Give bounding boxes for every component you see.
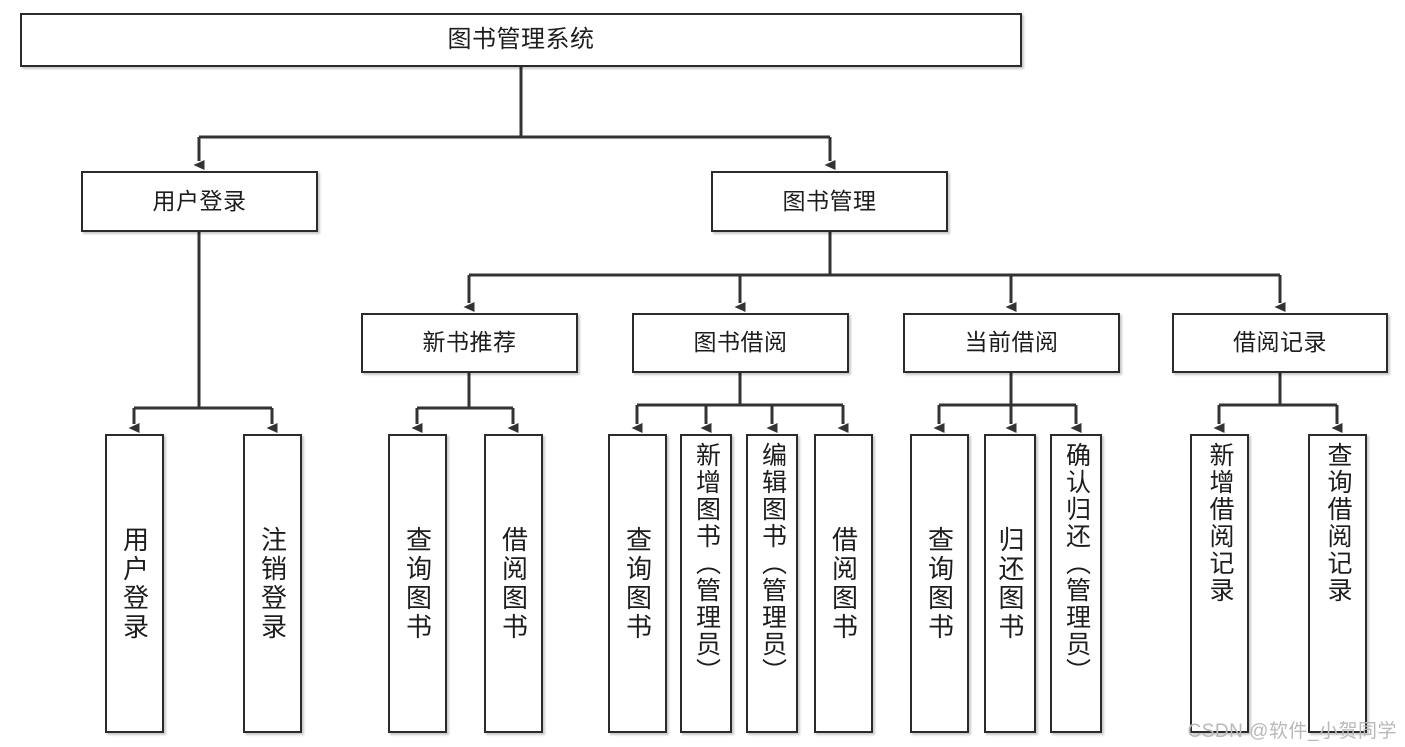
- leaf-add-record-label: 新增借阅记录: [1206, 442, 1234, 604]
- leaf-logout-label: 注销登录: [257, 525, 288, 642]
- node-book-manage[interactable]: 图书管理: [711, 171, 948, 232]
- node-borrow-record-label: 借阅记录: [1233, 329, 1327, 356]
- leaf-borrow-book-2-label: 借阅图书: [828, 525, 859, 642]
- node-book-borrow-label: 图书借阅: [693, 329, 788, 356]
- leaf-query-record-label: 查询借阅记录: [1324, 442, 1352, 604]
- leaf-confirm-return-label: 确认归还（管理员）: [1062, 442, 1091, 685]
- leaf-query-book-3-label: 查询图书: [924, 525, 955, 642]
- node-root[interactable]: 图书管理系统: [20, 13, 1022, 67]
- leaf-borrow-book-2[interactable]: 借阅图书: [814, 434, 873, 733]
- leaf-borrow-book-1-label: 借阅图书: [498, 525, 529, 642]
- leaf-query-record[interactable]: 查询借阅记录: [1308, 434, 1367, 733]
- node-new-book-recommend-label: 新书推荐: [422, 329, 517, 356]
- leaf-add-book[interactable]: 新增图书（管理员）: [680, 434, 732, 733]
- node-user-login[interactable]: 用户登录: [81, 171, 318, 232]
- leaf-query-book-2-label: 查询图书: [622, 525, 653, 642]
- leaf-query-book-1[interactable]: 查询图书: [388, 434, 447, 733]
- leaf-user-login-label: 用户登录: [119, 525, 150, 642]
- node-book-manage-label: 图书管理: [782, 187, 877, 214]
- leaf-add-record[interactable]: 新增借阅记录: [1190, 434, 1249, 733]
- node-root-label: 图书管理系统: [447, 25, 595, 53]
- leaf-add-book-label: 新增图书（管理员）: [692, 442, 721, 685]
- watermark-text: CSDN @软件_小贺同学: [1187, 721, 1397, 742]
- node-book-borrow[interactable]: 图书借阅: [632, 313, 849, 373]
- node-current-borrow-label: 当前借阅: [964, 329, 1059, 356]
- leaf-query-book-2[interactable]: 查询图书: [608, 434, 667, 733]
- leaf-logout[interactable]: 注销登录: [243, 434, 302, 733]
- node-new-book-recommend[interactable]: 新书推荐: [361, 313, 578, 373]
- node-borrow-record[interactable]: 借阅记录: [1172, 313, 1388, 373]
- leaf-confirm-return[interactable]: 确认归还（管理员）: [1050, 434, 1102, 733]
- leaf-return-book-label: 归还图书: [995, 525, 1025, 642]
- node-current-borrow[interactable]: 当前借阅: [903, 313, 1120, 373]
- leaf-borrow-book-1[interactable]: 借阅图书: [484, 434, 543, 733]
- leaf-edit-book[interactable]: 编辑图书（管理员）: [746, 434, 798, 733]
- leaf-return-book[interactable]: 归还图书: [984, 434, 1036, 733]
- leaf-query-book-1-label: 查询图书: [402, 525, 433, 642]
- leaf-user-login[interactable]: 用户登录: [105, 434, 164, 733]
- node-user-login-label: 用户登录: [152, 187, 247, 214]
- leaf-edit-book-label: 编辑图书（管理员）: [758, 442, 787, 685]
- leaf-query-book-3[interactable]: 查询图书: [910, 434, 969, 733]
